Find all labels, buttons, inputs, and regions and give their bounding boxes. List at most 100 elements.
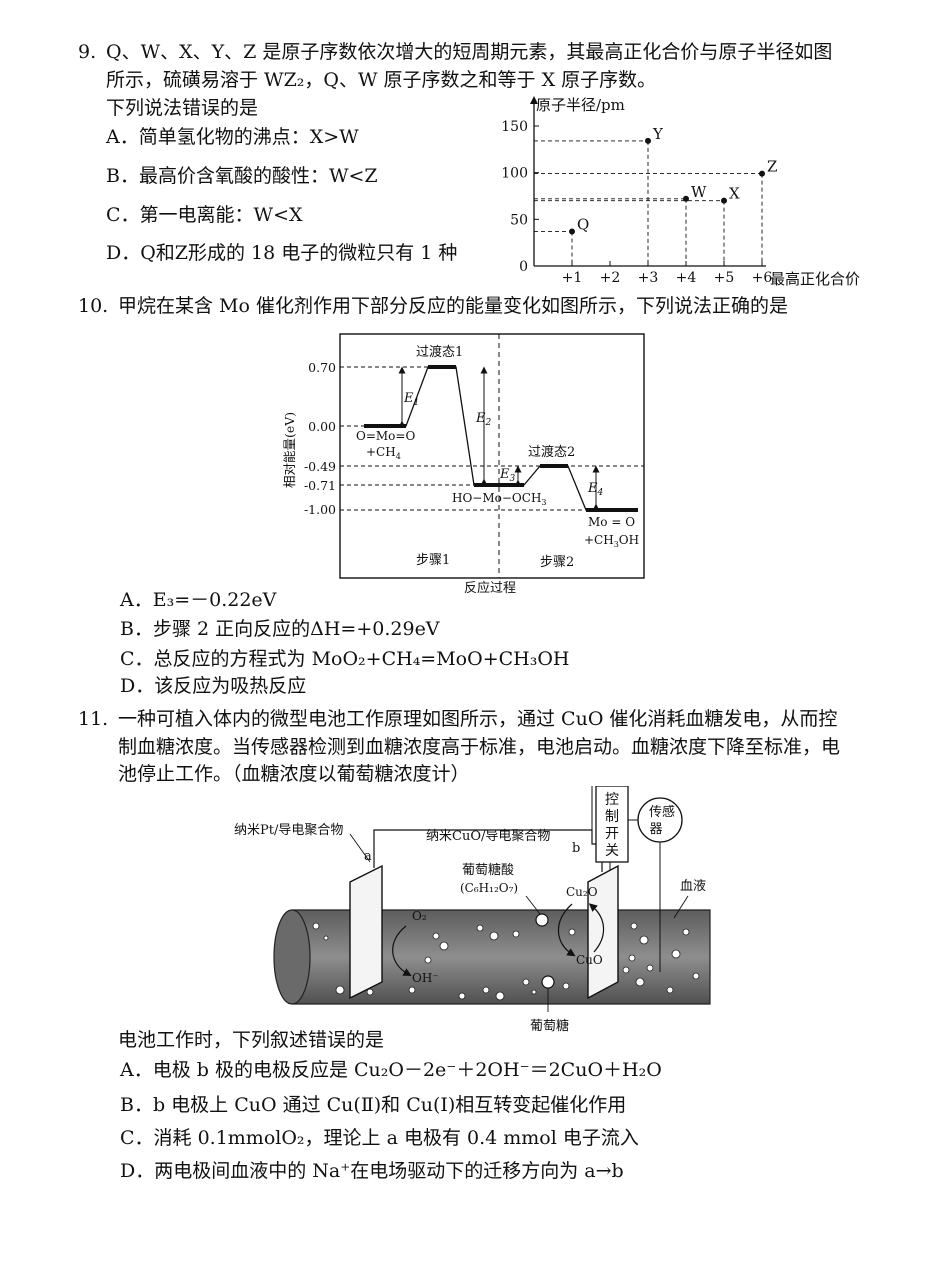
- blood-label: 血液: [680, 879, 706, 894]
- blood-bubble: [630, 922, 638, 930]
- q10-y-tick: 0.00: [308, 419, 336, 434]
- q11-battery-figure: 控 制 开 关 传感 器 纳米Pt/导电聚合物 a 纳米CuO/导电聚合物 b …: [234, 786, 711, 1034]
- q9-y-tick-label: 150: [501, 119, 528, 135]
- blood-bubble: [692, 972, 700, 980]
- q11-number: 11.: [78, 708, 109, 730]
- q10-y-tick: -0.49: [304, 459, 336, 474]
- q9-option-a: A．简单氢化物的沸点：X>W: [106, 126, 359, 148]
- q10-intermediate-label: HO−Mo−OCH3: [452, 491, 547, 507]
- q9-stem-line2: 所示，硫磺易溶于 WZ₂，Q、W 原子序数之和等于 X 原子序数。: [106, 69, 657, 91]
- q10-step2-label: 步骤2: [540, 555, 574, 570]
- blood-bubble: [408, 986, 416, 994]
- q9-option-d: D．Q和Z形成的 18 电子的微粒只有 1 种: [106, 242, 458, 264]
- switch-char: 控: [605, 792, 619, 808]
- sensor-label-2: 器: [649, 822, 662, 837]
- q10-reactant-label-2: +CH4: [366, 445, 401, 461]
- q10-e4-label: E4: [587, 481, 604, 498]
- q10-number: 10.: [78, 295, 109, 317]
- control-switch-box: [595, 786, 629, 863]
- blood-bubble: [323, 935, 329, 941]
- blood-bubble: [335, 985, 345, 995]
- cuo-label: CuO: [576, 953, 603, 967]
- q9-x-tick-label: +6: [752, 270, 773, 286]
- q9-stem-line1: Q、W、X、Y、Z 是原子序数依次增大的短周期元素，其最高正化合价与原子半径如图: [106, 41, 833, 63]
- q9-y-tick-label: 0: [519, 259, 528, 275]
- q9-points: Q Y W X Z: [534, 125, 777, 266]
- blood-bubble: [531, 989, 537, 995]
- q9-point-Y: [645, 137, 651, 144]
- sensor-label: 传感: [649, 804, 675, 820]
- gluconic-acid-label: 葡萄糖酸: [462, 862, 514, 878]
- blood-bubble: [458, 992, 466, 1000]
- q10-e1-label: E1: [403, 391, 419, 408]
- gluconic-acid-formula: (C₆H₁₂O₇): [460, 881, 518, 895]
- blood-bubble: [482, 986, 490, 994]
- blood-bubble: [671, 949, 681, 959]
- q9-x-tick-label: +5: [714, 270, 735, 286]
- q10-y-tick: 0.70: [308, 360, 336, 375]
- blood-bubble: [512, 930, 520, 938]
- q9-point-label: Z: [767, 158, 777, 176]
- q9-x-tick-label: +3: [638, 270, 659, 286]
- q10-option-b: B．步骤 2 正向反应的ΔH=+0.29eV: [120, 618, 440, 640]
- q9-x-tick-label: +2: [600, 270, 621, 286]
- q9-point-label: W: [691, 183, 707, 201]
- q10-y-axis-label: 相对能量(eV): [282, 412, 297, 488]
- q9-x-axis-label: 最高正化合价: [770, 270, 860, 288]
- blood-bubble: [568, 928, 576, 936]
- q10-energy-diagram: 0.70 0.00 -0.49 -0.71 -1.00 E1 E2 E3 E4 …: [282, 333, 645, 596]
- blood-bubble: [666, 986, 674, 994]
- q11-option-b: B．b 电极上 CuO 通过 Cu(Ⅱ)和 Cu(Ⅰ)相互转变起催化作用: [120, 1094, 627, 1116]
- blood-bubble: [432, 932, 440, 940]
- blood-bubble: [439, 941, 449, 951]
- blood-bubble: [522, 978, 530, 986]
- q11-prompt: 电池工作时，下列叙述错误的是: [118, 1029, 385, 1051]
- q10-product-label-2: +CH3OH: [584, 533, 639, 549]
- electrode-b-material: 纳米CuO/导电聚合物: [426, 829, 550, 844]
- blood-bubble: [622, 966, 630, 974]
- q10-y-tick: -0.71: [304, 478, 336, 493]
- q10-e2-label: E2: [475, 411, 492, 428]
- q11-stem-line3: 池停止工作。（血糖浓度以葡萄糖浓度计）: [118, 763, 470, 785]
- q9-y-tick-label: 100: [501, 166, 528, 182]
- q10-ts1-label: 过渡态1: [416, 344, 463, 360]
- blood-bubble: [635, 977, 645, 987]
- q10-option-a: A．E₃=－0.22eV: [120, 589, 277, 611]
- q9-point-Z: [759, 170, 765, 177]
- q10-option-c: C．总反应的方程式为 MoO₂+CH₄=MoO+CH₃OH: [120, 648, 570, 670]
- q10-e3-label: E3: [499, 467, 516, 484]
- q10-reactant-label: O=Mo=O: [356, 429, 415, 443]
- q10-ts2-label: 过渡态2: [528, 444, 575, 460]
- q10-y-tick: -1.00: [304, 502, 336, 517]
- q9-prompt: 下列说法错误的是: [106, 97, 259, 119]
- blood-bubble: [495, 991, 505, 1001]
- q11-option-c: C．消耗 0.1mmolO₂，理论上 a 电极有 0.4 mmol 电子流入: [120, 1127, 639, 1149]
- blood-bubble: [489, 931, 499, 941]
- q9-option-b: B．最高价含氧酸的酸性：W<Z: [106, 165, 378, 187]
- electrode-a-letter: a: [364, 849, 372, 864]
- q11-bubbles: [312, 922, 700, 1001]
- q9-point-label: Q: [577, 215, 589, 233]
- cu2o-label: Cu₂O: [566, 885, 598, 899]
- q9-x-tick-label: +1: [562, 270, 583, 286]
- q11-stem-line2: 制血糖浓度。当传感器检测到血糖浓度高于标准，电池启动。血糖浓度下降至标准，电: [118, 736, 841, 758]
- q9-y-axis-label: 原子半径/pm: [536, 96, 625, 114]
- q9-number: 9.: [78, 41, 97, 63]
- blood-bubble: [682, 928, 690, 936]
- blood-bubble: [312, 922, 320, 930]
- blood-bubble: [646, 964, 654, 972]
- q9-y-arrow: [530, 96, 538, 104]
- q9-point-label: Y: [652, 125, 664, 143]
- glucose-label: 葡萄糖: [530, 1018, 569, 1034]
- blood-bubble: [562, 982, 570, 990]
- q10-step1-label: 步骤1: [416, 553, 450, 568]
- q9-x-tick-label: +4: [676, 270, 697, 286]
- q10-product-label: Mo = O: [588, 515, 635, 529]
- q9-point-label: X: [729, 185, 740, 203]
- switch-char: 制: [605, 809, 619, 825]
- switch-char: 关: [605, 843, 619, 859]
- q11-option-a: A．电极 b 极的电极反应是 Cu₂O－2e⁻＋2OH⁻＝2CuO＋H₂O: [120, 1059, 662, 1081]
- electrode-a: [349, 864, 383, 1000]
